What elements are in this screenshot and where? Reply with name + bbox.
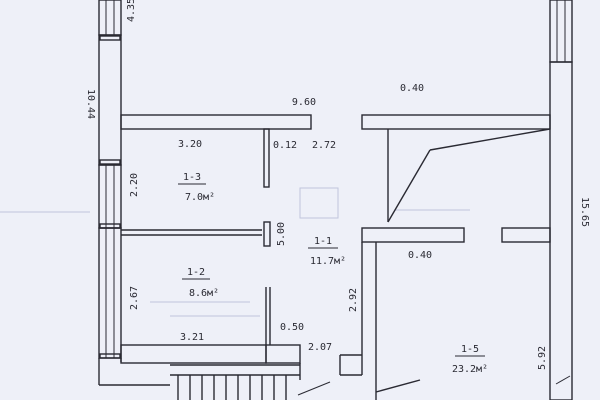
dim-right-mid: 0.40 <box>408 250 432 261</box>
wall-markers <box>99 35 121 359</box>
dim-stair-width: 0.50 <box>280 322 304 333</box>
dim-room13-height: 2.20 <box>129 173 140 197</box>
right-exterior-wall <box>549 0 573 400</box>
background-marks <box>0 187 470 317</box>
dim-left-height: 10.44 <box>85 89 96 119</box>
dim-stair-run: 2.07 <box>308 342 332 353</box>
room-label-1-2: 1-2 8.6м² <box>182 267 219 299</box>
hall-room15-wall <box>339 227 551 400</box>
mid-partition <box>121 221 271 247</box>
top-partition <box>120 114 312 130</box>
room-id: 1-3 <box>183 172 201 183</box>
room-area: 23.2м² <box>452 364 488 375</box>
dim-room13-width: 3.20 <box>178 139 202 150</box>
room-id: 1-1 <box>314 236 332 247</box>
room-id: 1-2 <box>187 267 205 278</box>
dim-partition-small: 0.12 <box>273 140 297 151</box>
room-area: 8.6м² <box>189 288 219 299</box>
room-id: 1-5 <box>461 344 479 355</box>
room-area: 7.0м² <box>185 192 215 203</box>
dim-door-gap: 2.92 <box>348 288 359 312</box>
dim-right-height: 15.65 <box>579 197 590 227</box>
upper-right-block <box>361 114 551 223</box>
room-label-1-5: 1-5 23.2м² <box>452 344 488 375</box>
dim-top-partial: 4.35 <box>126 0 137 22</box>
room12-right-wall <box>265 287 271 345</box>
small-partition <box>263 128 270 188</box>
room-label-1-3: 1-3 7.0м² <box>178 172 215 203</box>
left-exterior-wall <box>98 0 122 385</box>
bottom-wall <box>99 344 301 386</box>
dim-partition-length: 9.60 <box>292 97 316 108</box>
room-label-1-1: 1-1 11.7м² <box>308 236 346 267</box>
dim-room15-height: 5.92 <box>537 346 548 370</box>
room-area: 11.7м² <box>310 256 346 267</box>
dim-right-top: 0.40 <box>400 83 424 94</box>
stairs <box>170 364 331 400</box>
dim-room12-width: 3.21 <box>180 332 204 343</box>
dim-room12-height: 2.67 <box>129 286 140 310</box>
dim-closet-length: 5.00 <box>276 222 287 246</box>
dim-hall: 2.72 <box>312 140 336 151</box>
